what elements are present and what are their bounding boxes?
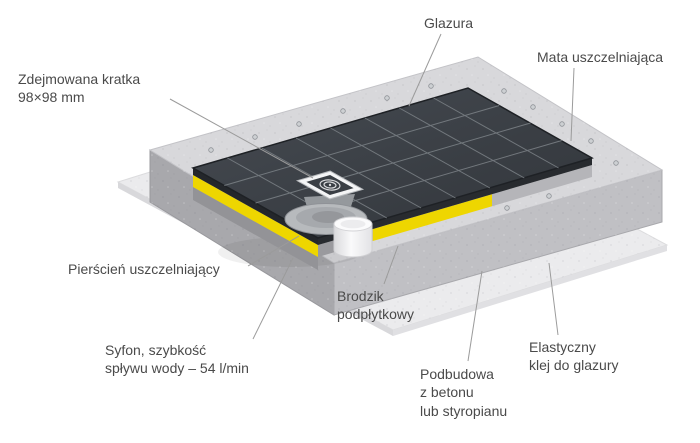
label-kratka: Zdejmowana kratka 98×98 mm — [18, 71, 141, 106]
mat-fixing-screws — [208, 83, 619, 211]
tray-gray-strip-right-b — [492, 165, 592, 207]
tray-edge-front-left — [193, 168, 318, 270]
tray-yellow-strip-left — [193, 175, 318, 257]
tray-base-strip-left — [193, 187, 318, 270]
leader-glazura — [408, 33, 442, 107]
drain-grate — [295, 170, 365, 200]
label-mata: Mata uszczelniająca — [537, 49, 664, 65]
label-klej: Elastyczny klej do glazury — [529, 339, 619, 374]
leader-klej — [548, 262, 559, 336]
label-brodzik: Brodzik podpłytkowy — [337, 288, 415, 323]
label-podbudowa: Podbudowa z betonu lub styropianu — [420, 366, 508, 419]
leader-lines — [169, 33, 575, 362]
label-glazura: Glazura — [424, 15, 474, 31]
tile-lip-right — [318, 158, 592, 245]
siphon-cylinder-body — [333, 223, 373, 258]
leader-podbudowa — [467, 270, 483, 362]
leader-kratka — [169, 98, 314, 179]
grate-swirl-pattern — [319, 179, 341, 191]
tile-lip-left — [193, 168, 318, 245]
label-pierscien: Pierścień uszczelniający — [68, 261, 220, 277]
leader-syfon — [252, 257, 294, 340]
sealing-ring-inner — [312, 211, 344, 223]
base-mat-edge-right — [393, 245, 667, 336]
leader-pierscien — [247, 235, 300, 267]
label-syfon: Syfon, szybkość spływu wody – 54 l/min — [105, 342, 249, 377]
tile-surface — [191, 87, 594, 239]
leader-brodzik — [383, 245, 399, 285]
grate-center-dot — [328, 183, 332, 187]
siphon-cylinder-top-inner — [340, 219, 366, 229]
leader-mata — [570, 67, 575, 142]
block-right-texture — [334, 170, 662, 315]
siphon — [284, 194, 373, 258]
tray-edge-front-right — [318, 158, 592, 257]
tray-yellow-strip-right — [372, 194, 492, 241]
